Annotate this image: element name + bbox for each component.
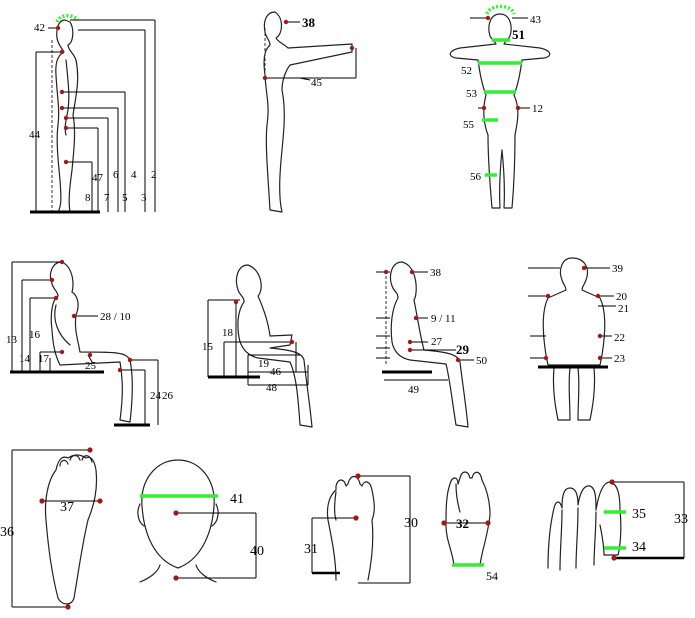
label-8: 8 [85, 192, 91, 204]
label-22: 22 [614, 332, 625, 344]
label-31: 31 [304, 542, 318, 557]
label-38-seated: 38 [430, 267, 442, 279]
label-54: 54 [486, 569, 498, 583]
standing-side-figure: 42 44 47 6 4 2 8 7 5 3 [29, 14, 157, 214]
foot-figure: 36 37 [0, 447, 103, 610]
label-42: 42 [34, 22, 45, 34]
finger-figure: 35 33 34 [547, 479, 688, 571]
label-52: 52 [461, 65, 472, 77]
seated-man-side-figure: 38 9 / 11 27 29 50 49 [376, 261, 488, 428]
label-21: 21 [618, 303, 629, 315]
label-28-10: 28 / 10 [100, 311, 131, 323]
label-35: 35 [632, 507, 646, 522]
label-20: 20 [616, 291, 628, 303]
label-7: 7 [104, 192, 110, 204]
label-19: 19 [258, 358, 270, 370]
label-25: 25 [85, 360, 97, 372]
seated-man-arm-figure: 15 18 19 46 48 [202, 264, 313, 428]
seated-back-figure: 39 20 21 22 23 [528, 257, 629, 421]
head-figure: 41 40 [137, 459, 264, 583]
label-6: 6 [113, 169, 119, 181]
label-36: 36 [0, 525, 14, 540]
label-43: 43 [530, 14, 542, 26]
label-16: 16 [29, 329, 41, 341]
label-48: 48 [266, 382, 278, 394]
label-34: 34 [632, 540, 646, 555]
label-33: 33 [674, 512, 688, 527]
label-17: 17 [38, 353, 50, 365]
label-13: 13 [6, 334, 18, 346]
label-37: 37 [60, 500, 74, 515]
standing-front-figure: 43 51 52 53 12 55 56 [449, 4, 551, 209]
label-47: 47 [92, 172, 104, 184]
label-3: 3 [141, 192, 147, 204]
label-46: 46 [270, 366, 282, 378]
hand-width-figure: 32 54 [441, 471, 498, 583]
label-39: 39 [612, 263, 624, 275]
label-51: 51 [512, 27, 525, 42]
label-12: 12 [532, 103, 543, 115]
label-30: 30 [404, 516, 418, 531]
label-14: 14 [19, 353, 31, 365]
label-41: 41 [230, 492, 244, 507]
label-18: 18 [222, 327, 234, 339]
label-44: 44 [29, 129, 41, 141]
label-15: 15 [202, 341, 214, 353]
label-4: 4 [131, 169, 137, 181]
standing-arm-figure: 38 45 [262, 11, 357, 213]
label-38: 38 [302, 15, 316, 30]
label-45: 45 [311, 77, 323, 89]
label-9-11: 9 / 11 [431, 313, 456, 325]
label-32: 32 [456, 516, 469, 531]
label-53: 53 [466, 88, 478, 100]
label-27: 27 [431, 336, 443, 348]
seated-woman-figure: 13 16 14 17 28 / 10 25 24 26 [6, 259, 174, 427]
label-55: 55 [463, 119, 475, 131]
label-56: 56 [470, 171, 482, 183]
label-5: 5 [122, 192, 128, 204]
label-40: 40 [250, 544, 264, 559]
label-24: 24 [150, 390, 162, 402]
label-49: 49 [408, 384, 420, 396]
label-29: 29 [456, 342, 470, 357]
label-26: 26 [162, 390, 174, 402]
label-50: 50 [476, 355, 488, 367]
label-23: 23 [614, 353, 626, 365]
label-2: 2 [151, 169, 157, 181]
hand-length-figure: 30 31 [304, 473, 418, 584]
